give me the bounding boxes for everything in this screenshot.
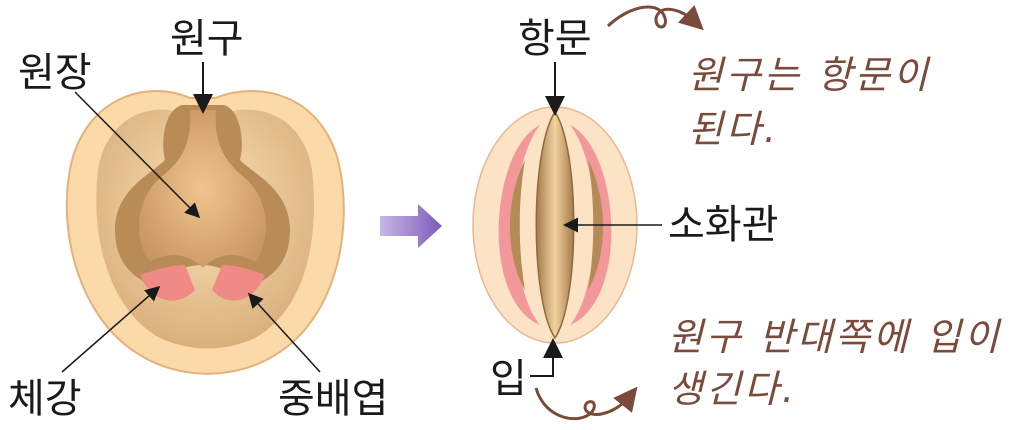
note-bottom-line1: 원구 반대쪽에 입이 — [668, 315, 1002, 359]
mesoderm-right — [212, 265, 265, 301]
mesoderm-right-band — [570, 125, 612, 325]
coelom-left — [510, 160, 525, 290]
note-top-line1: 원구는 항문이 — [688, 53, 931, 97]
pointer-mesoderm — [247, 292, 321, 373]
pointer-mouth — [530, 338, 563, 377]
right-arrow-icon — [380, 204, 442, 248]
note-top-line2: 된다. — [688, 107, 779, 151]
label-anus: 항문 — [518, 16, 592, 62]
label-blastopore: 원구 — [170, 16, 244, 62]
label-coelom: 체강 — [8, 376, 82, 422]
archenteron-cavity — [138, 110, 267, 268]
note-bottom-line2: 생긴다. — [668, 367, 797, 411]
larva-illustration — [472, 106, 638, 344]
curly-arrow-bottom-icon — [534, 386, 638, 421]
pointer-coelom — [61, 286, 161, 373]
label-archenteron: 원장 — [18, 50, 92, 96]
label-mouth: 입 — [490, 356, 527, 402]
curly-arrow-top-icon — [606, 5, 704, 31]
label-digestive-tract: 소화관 — [668, 202, 778, 248]
label-mesoderm: 중배엽 — [278, 376, 388, 422]
pointer-archenteron — [74, 91, 201, 219]
mesoderm-left-band — [498, 125, 540, 325]
